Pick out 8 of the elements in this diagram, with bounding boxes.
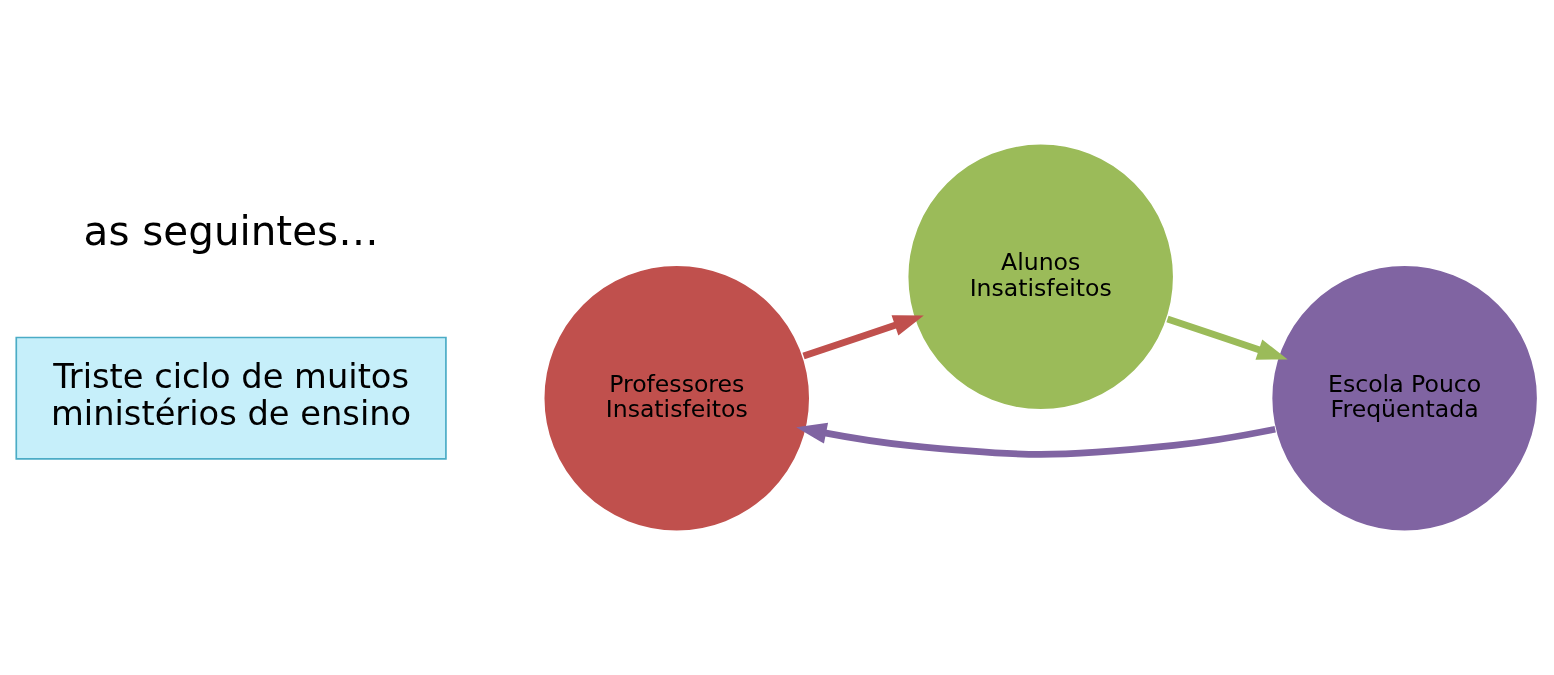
arrow bbox=[1166, 315, 1288, 360]
node-circle: Escola Pouco Freqüentada bbox=[1270, 264, 1539, 533]
arrow bbox=[802, 315, 924, 360]
node-circle: Professores Insatisfeitos bbox=[542, 264, 811, 533]
node-box: Triste ciclo de muitos ministérios de ensino bbox=[15, 336, 447, 460]
arrow bbox=[796, 422, 1276, 458]
label: as seguintes… bbox=[83, 207, 379, 256]
node-circle: Alunos Insatisfeitos bbox=[906, 142, 1175, 411]
